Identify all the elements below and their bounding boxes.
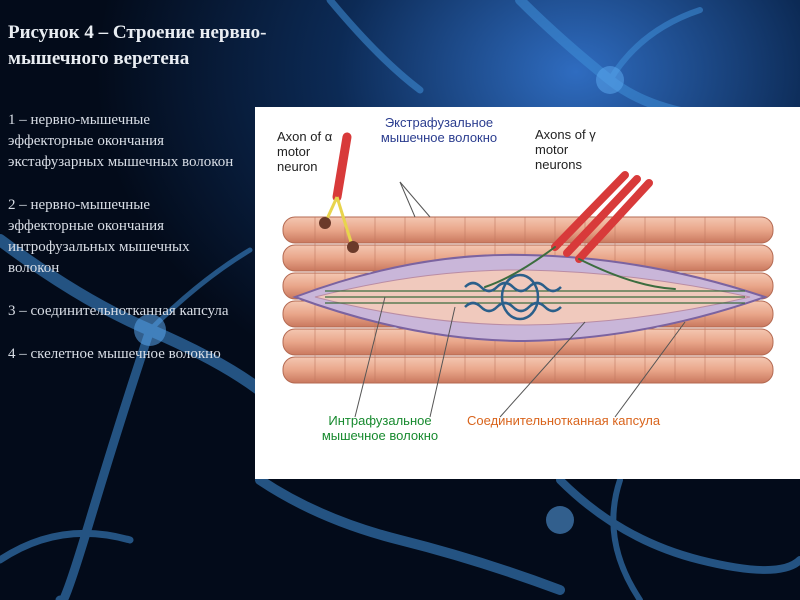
label-capsule: Соединительнотканная капсула — [467, 413, 661, 428]
diagram-panel: Axon of α motor neuron Экстрафузальное м… — [255, 107, 800, 479]
leader-lines — [354, 181, 686, 418]
label-extrafusal: Экстрафузальное мышечное волокно — [380, 115, 498, 145]
legend-item-4: 4 – скелетное мышечное волокно — [8, 346, 221, 362]
legend-item-2: 2 – нервно-мышечные эффекторные окончани… — [8, 197, 190, 276]
label-alpha-axon: Axon of α motor neuron — [277, 129, 333, 174]
slide-title: Рисунок 4 – Строение нервно-мышечного ве… — [8, 22, 267, 69]
label-gamma-axons: Axons of γ motor neurons — [535, 127, 596, 172]
legend-item-1: 1 – нервно-мышечные эффекторные окончани… — [8, 112, 234, 170]
legend-item-3: 3 – соединительнотканная капсула — [8, 303, 229, 319]
label-intrafusal: Интрафузальное мышечное волокно — [321, 413, 439, 443]
muscle-spindle-diagram: Axon of α motor neuron Экстрафузальное м… — [277, 115, 774, 443]
alpha-motor-axon — [319, 132, 359, 253]
nerve-endings — [464, 273, 562, 321]
legend: 1 – нервно-мышечные эффекторные окончани… — [8, 110, 238, 387]
gamma-motor-axons — [484, 171, 676, 290]
